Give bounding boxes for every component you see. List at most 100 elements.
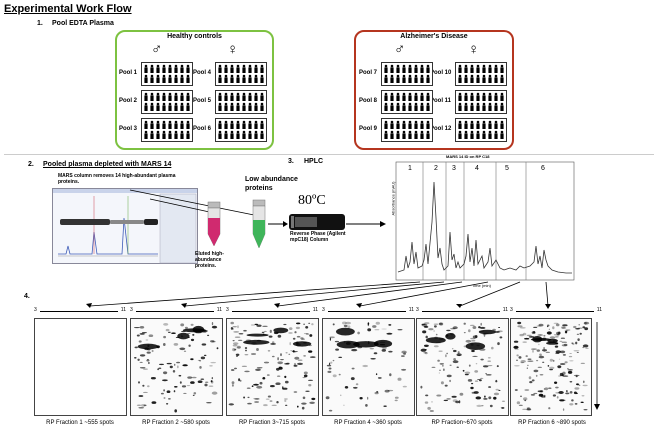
pool-label: Pool 1 bbox=[119, 70, 138, 76]
gel-spot bbox=[584, 327, 589, 331]
gel-spot bbox=[176, 361, 181, 364]
gel-spot bbox=[241, 365, 247, 367]
gel-spot bbox=[526, 367, 528, 369]
person-icon bbox=[150, 92, 154, 101]
gel-spot bbox=[309, 401, 315, 404]
ph-tick-right: 11 bbox=[312, 307, 318, 313]
gel-spot bbox=[558, 331, 561, 335]
person-icon bbox=[236, 74, 240, 83]
section-divider bbox=[4, 154, 654, 155]
ph-tick-left: 3 bbox=[416, 307, 419, 313]
gel-spot bbox=[143, 391, 148, 393]
gel-spot bbox=[434, 325, 437, 328]
ph-tick-left: 3 bbox=[226, 307, 229, 313]
gel-spot bbox=[162, 379, 168, 382]
people-icon bbox=[144, 92, 190, 111]
gel-spot bbox=[211, 377, 213, 380]
person-icon bbox=[402, 120, 406, 129]
gel-spot bbox=[485, 373, 487, 375]
person-icon bbox=[242, 130, 246, 139]
gel-spots bbox=[325, 321, 407, 412]
person-icon bbox=[168, 120, 172, 129]
gel-spot bbox=[453, 349, 457, 353]
gel-spot bbox=[367, 322, 370, 325]
person-icon bbox=[260, 64, 264, 73]
step4-number: 4. bbox=[24, 293, 30, 300]
gel-spot bbox=[549, 368, 553, 371]
gel-spot bbox=[552, 359, 555, 362]
pool-people-box bbox=[381, 118, 433, 142]
person-icon bbox=[162, 92, 166, 101]
eluted-tube-icon bbox=[207, 201, 221, 247]
person-icon bbox=[156, 64, 160, 73]
gel-spot bbox=[557, 365, 562, 368]
gel-spot bbox=[576, 383, 579, 386]
gel-spot bbox=[329, 362, 331, 366]
gel-spot bbox=[373, 352, 378, 355]
gel-spot bbox=[559, 399, 565, 402]
gel-spot bbox=[474, 380, 479, 382]
gel-spot bbox=[531, 348, 537, 350]
person-icon bbox=[500, 120, 504, 129]
gel-spot bbox=[184, 326, 188, 330]
gel-spot bbox=[552, 394, 556, 397]
person-icon bbox=[230, 130, 234, 139]
gel-spot bbox=[421, 323, 426, 325]
gel-spot bbox=[311, 323, 314, 326]
person-icon bbox=[242, 102, 246, 111]
person-icon bbox=[248, 130, 252, 139]
gel-spot bbox=[243, 339, 270, 345]
person-icon bbox=[144, 74, 148, 83]
person-icon bbox=[420, 64, 424, 73]
gel-spot bbox=[568, 355, 573, 358]
gel-spot bbox=[273, 327, 289, 334]
person-icon bbox=[390, 130, 394, 139]
pool-label: Pool 11 bbox=[430, 98, 452, 104]
gel-spot bbox=[553, 334, 559, 336]
person-icon bbox=[396, 120, 400, 129]
gel-spot bbox=[141, 332, 147, 334]
gel-spot bbox=[470, 386, 474, 390]
gel-spot bbox=[546, 341, 559, 345]
gel-spot bbox=[244, 347, 248, 349]
gel-spot bbox=[142, 384, 145, 387]
gel-spot bbox=[243, 396, 246, 399]
gel-spot bbox=[488, 386, 492, 388]
gel-spot bbox=[179, 347, 186, 351]
gel-spot bbox=[302, 396, 306, 400]
person-icon bbox=[420, 92, 424, 101]
gel-spot bbox=[190, 323, 194, 326]
ph-tick-right: 11 bbox=[408, 307, 414, 313]
gel-spot bbox=[228, 403, 234, 406]
gel-spot bbox=[285, 380, 289, 384]
person-icon bbox=[464, 64, 468, 73]
gel-spot bbox=[581, 395, 585, 397]
gel-spot bbox=[343, 404, 345, 406]
gel-spot bbox=[476, 404, 483, 407]
gel-spot bbox=[582, 347, 585, 349]
gel-spot bbox=[197, 359, 201, 361]
gel-spot bbox=[183, 350, 187, 352]
gel-spot bbox=[464, 373, 469, 376]
ph-axis: 3 11 bbox=[226, 307, 318, 315]
gel-spot bbox=[427, 406, 431, 410]
gel-spot bbox=[230, 369, 235, 371]
person-icon bbox=[396, 92, 400, 101]
gel-spot bbox=[263, 330, 267, 332]
gel-spot bbox=[330, 361, 333, 364]
gel-spot bbox=[211, 325, 218, 329]
gel-spot bbox=[424, 352, 428, 355]
pool-label: Pool 7 bbox=[359, 70, 378, 76]
person-icon bbox=[396, 130, 400, 139]
healthy-controls-box: Healthy controls ♂ ♀ Pool 1 Pool 2 Pool … bbox=[115, 30, 274, 150]
person-icon bbox=[254, 74, 258, 83]
person-icon bbox=[186, 102, 190, 111]
person-icon bbox=[470, 64, 474, 73]
gel-spot bbox=[203, 354, 207, 357]
gel-spot bbox=[336, 340, 360, 349]
gel-spot bbox=[558, 375, 562, 377]
gel-spot bbox=[201, 343, 207, 346]
gel-spot bbox=[558, 358, 561, 360]
rp-column-icon bbox=[289, 214, 345, 230]
person-icon bbox=[150, 64, 154, 73]
